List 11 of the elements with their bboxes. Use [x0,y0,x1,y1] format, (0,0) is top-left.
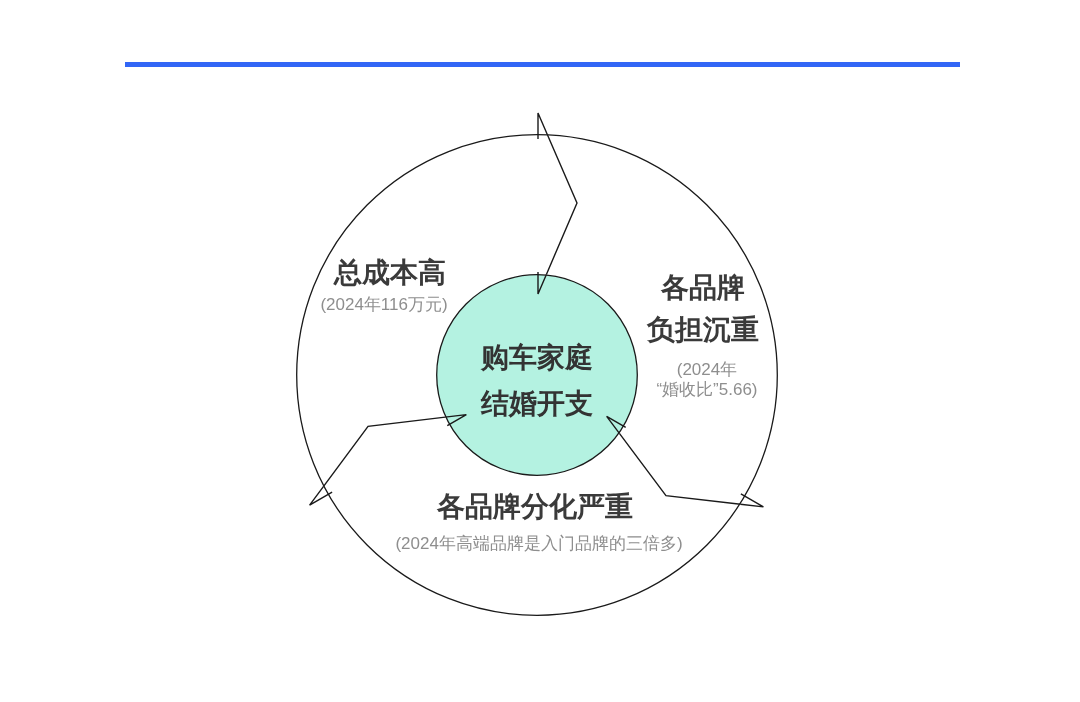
cycle-circle [296,134,778,616]
segment-heading: 各品牌负担沉重 [647,271,759,347]
zigzag-arrow [537,112,578,295]
segment-heading: 总成本高 [334,256,446,290]
segment-note: (2024年116万元) [320,295,448,315]
segment-heading: 各品牌分化严重 [437,490,633,524]
segment-note: (2024年“婚收比”5.66) [656,360,758,400]
zigzag-arrow [605,415,765,508]
zigzag-arrow [308,413,468,506]
center-title: 购车家庭结婚开支 [481,341,593,421]
segment-note: (2024年高端品牌是入门品牌的三倍多) [395,534,683,554]
